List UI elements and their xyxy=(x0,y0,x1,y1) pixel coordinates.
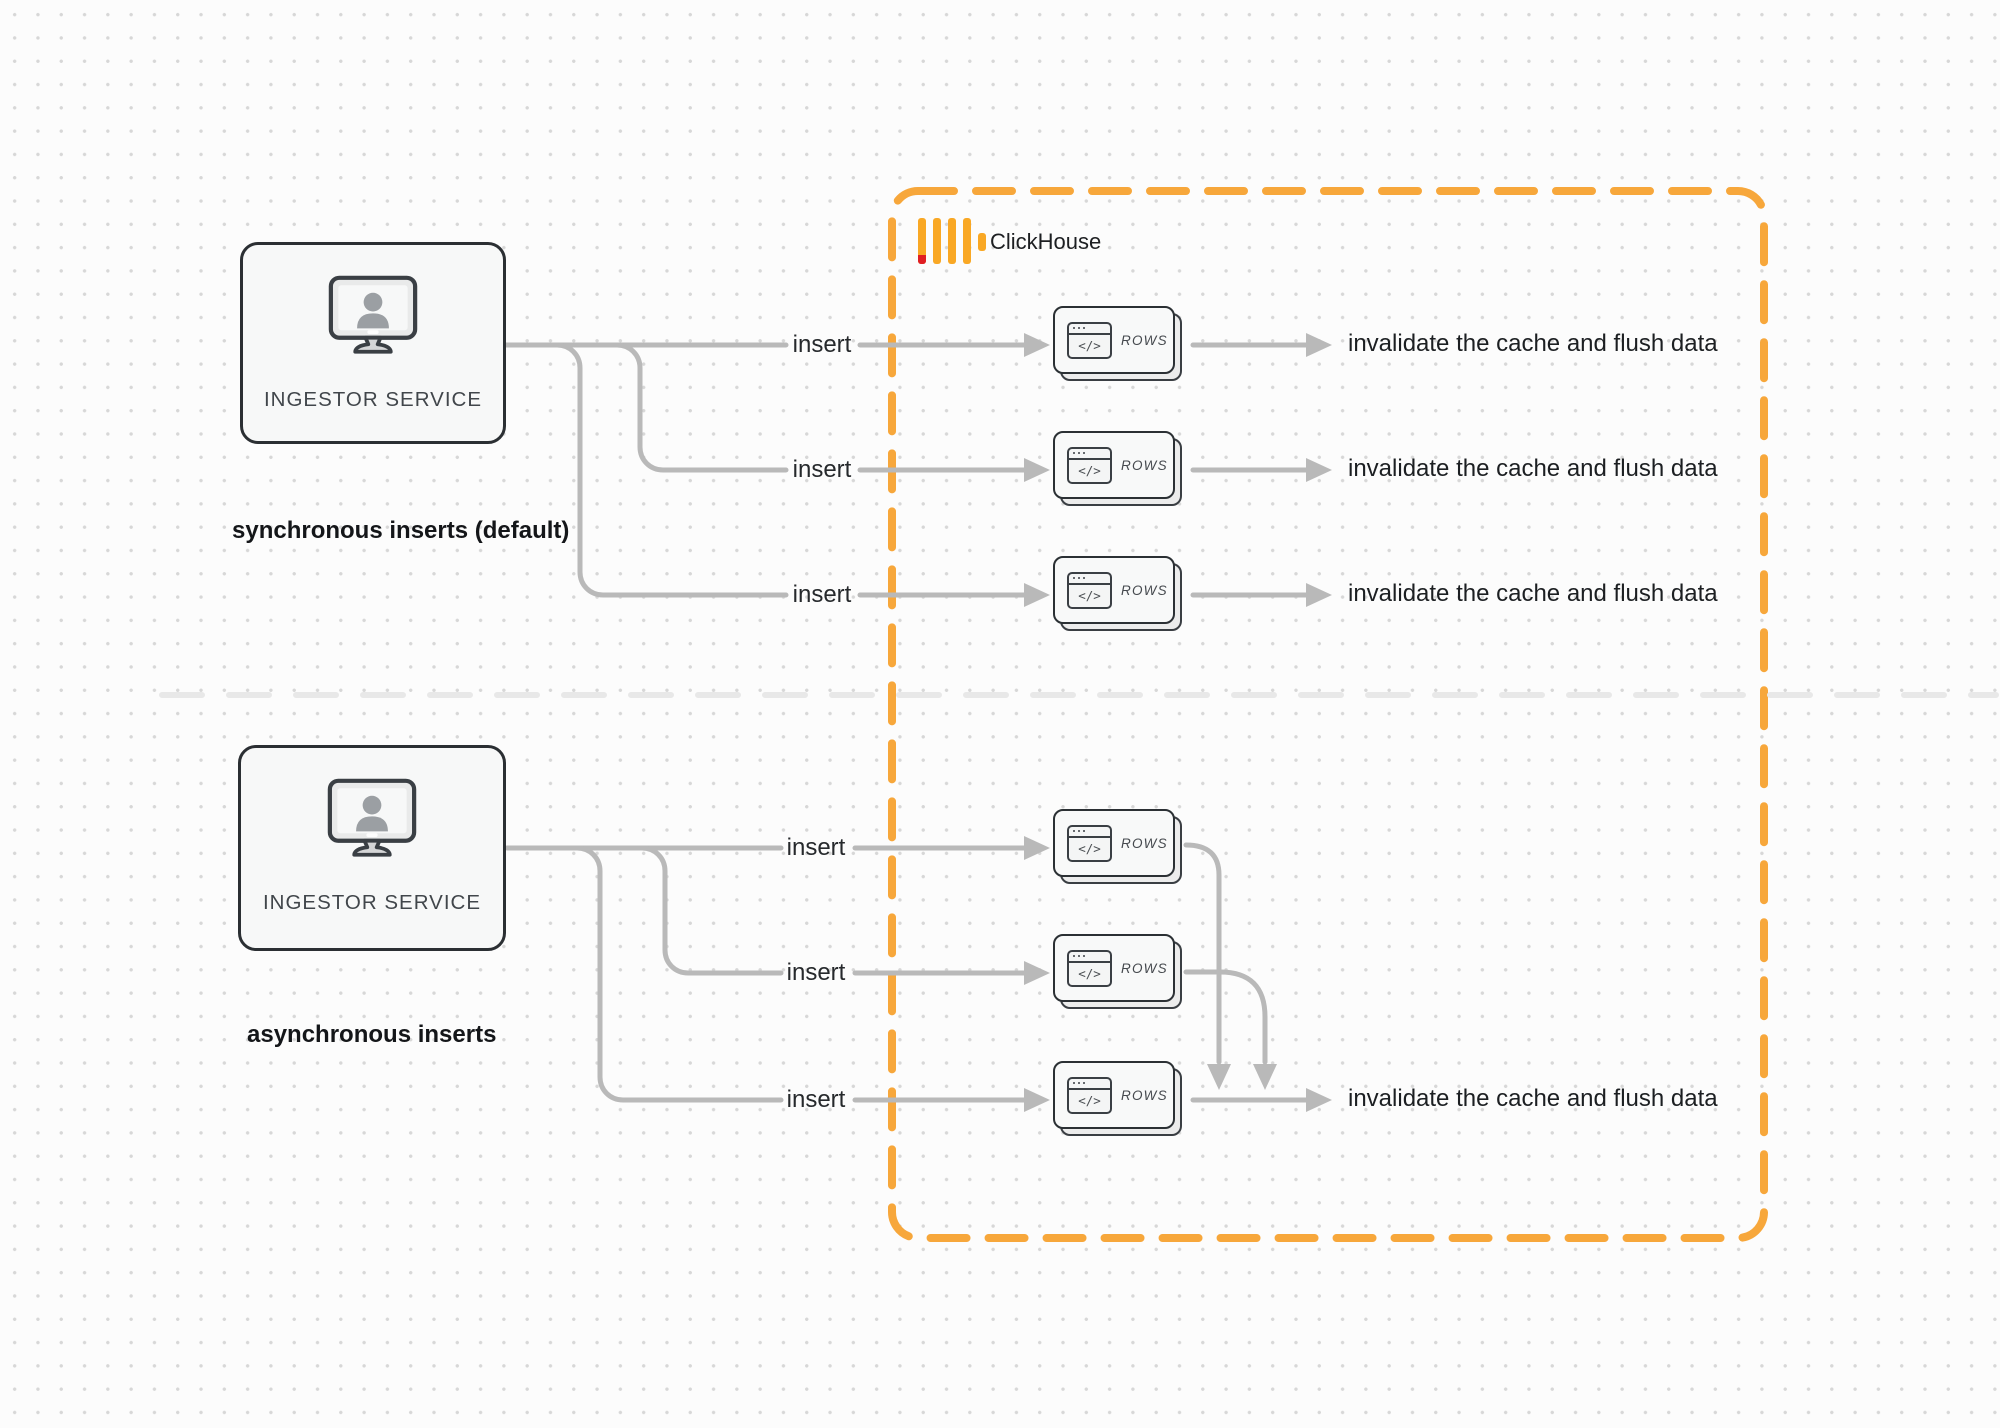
insert-label: insert xyxy=(786,1086,846,1113)
clickhouse-container-border xyxy=(888,187,1768,1242)
arrowhead xyxy=(1306,1088,1332,1112)
browser-window-icon: </> xyxy=(1067,949,1112,987)
rows-node: </> ROWS xyxy=(1053,809,1184,886)
sync-caption: synchronous inserts (default) xyxy=(232,517,570,544)
code-glyph: </> xyxy=(1078,1093,1101,1108)
arrowhead xyxy=(1024,1088,1050,1112)
service-label: INGESTOR SERVICE xyxy=(263,388,483,411)
service-label: INGESTOR SERVICE xyxy=(262,891,482,914)
rows-label: ROWS xyxy=(1121,1087,1168,1103)
browser-window-icon: </> xyxy=(1067,571,1112,609)
code-glyph: </> xyxy=(1078,966,1101,981)
rows-node: </> ROWS xyxy=(1053,1061,1184,1138)
async-branch-row2 xyxy=(639,845,784,976)
arrowhead xyxy=(1024,961,1050,985)
browser-window-icon: </> xyxy=(1067,824,1112,862)
arrowhead xyxy=(1024,333,1050,357)
result-label: invalidate the cache and flush data xyxy=(1348,580,1718,607)
clickhouse-title: ClickHouse xyxy=(990,229,1102,254)
ingestor-service-node-sync: INGESTOR SERVICE xyxy=(240,242,506,444)
insert-label: insert xyxy=(792,581,852,608)
insert-label: insert xyxy=(786,834,846,861)
result-label: invalidate the cache and flush data xyxy=(1348,1085,1718,1112)
rows-label: ROWS xyxy=(1121,582,1168,598)
async-branch-row3 xyxy=(574,845,784,1103)
code-glyph: </> xyxy=(1078,588,1101,603)
arrowhead xyxy=(1024,458,1050,482)
rows-label: ROWS xyxy=(1121,960,1168,976)
rows-node: </> ROWS xyxy=(1053,934,1184,1011)
clickhouse-logo-icon xyxy=(918,218,998,264)
insert-label: insert xyxy=(786,959,846,986)
arrowhead xyxy=(1306,458,1332,482)
insert-label: insert xyxy=(792,331,852,358)
browser-window-icon: </> xyxy=(1067,446,1112,484)
browser-window-icon: </> xyxy=(1067,1076,1112,1114)
insert-label: insert xyxy=(792,456,852,483)
monitor-user-icon xyxy=(325,778,419,871)
rows-node: </> ROWS xyxy=(1053,556,1184,633)
code-glyph: </> xyxy=(1078,463,1101,478)
rows-node: </> ROWS xyxy=(1053,306,1184,383)
result-label: invalidate the cache and flush data xyxy=(1348,455,1718,482)
sync-branch-row3 xyxy=(554,342,789,598)
rows-node: </> ROWS xyxy=(1053,431,1184,508)
async-merge-from-row1 xyxy=(1183,842,1222,1065)
arrowhead xyxy=(1024,583,1050,607)
rows-label: ROWS xyxy=(1121,457,1168,473)
rows-label: ROWS xyxy=(1121,332,1168,348)
browser-window-icon: </> xyxy=(1067,321,1112,359)
arrowhead xyxy=(1306,333,1332,357)
ingestor-service-node-async: INGESTOR SERVICE xyxy=(238,745,506,951)
rows-label: ROWS xyxy=(1121,835,1168,851)
arrowhead-down xyxy=(1207,1064,1231,1090)
arrowhead xyxy=(1306,583,1332,607)
code-glyph: </> xyxy=(1078,338,1101,353)
arrowhead xyxy=(1024,836,1050,860)
sync-branch-row2 xyxy=(614,342,789,473)
arrowhead-down xyxy=(1253,1064,1277,1090)
async-caption: asynchronous inserts xyxy=(247,1021,497,1048)
async-merge-from-row2 xyxy=(1183,969,1268,1065)
result-label: invalidate the cache and flush data xyxy=(1348,330,1718,357)
code-glyph: </> xyxy=(1078,841,1101,856)
monitor-user-icon xyxy=(326,275,420,368)
